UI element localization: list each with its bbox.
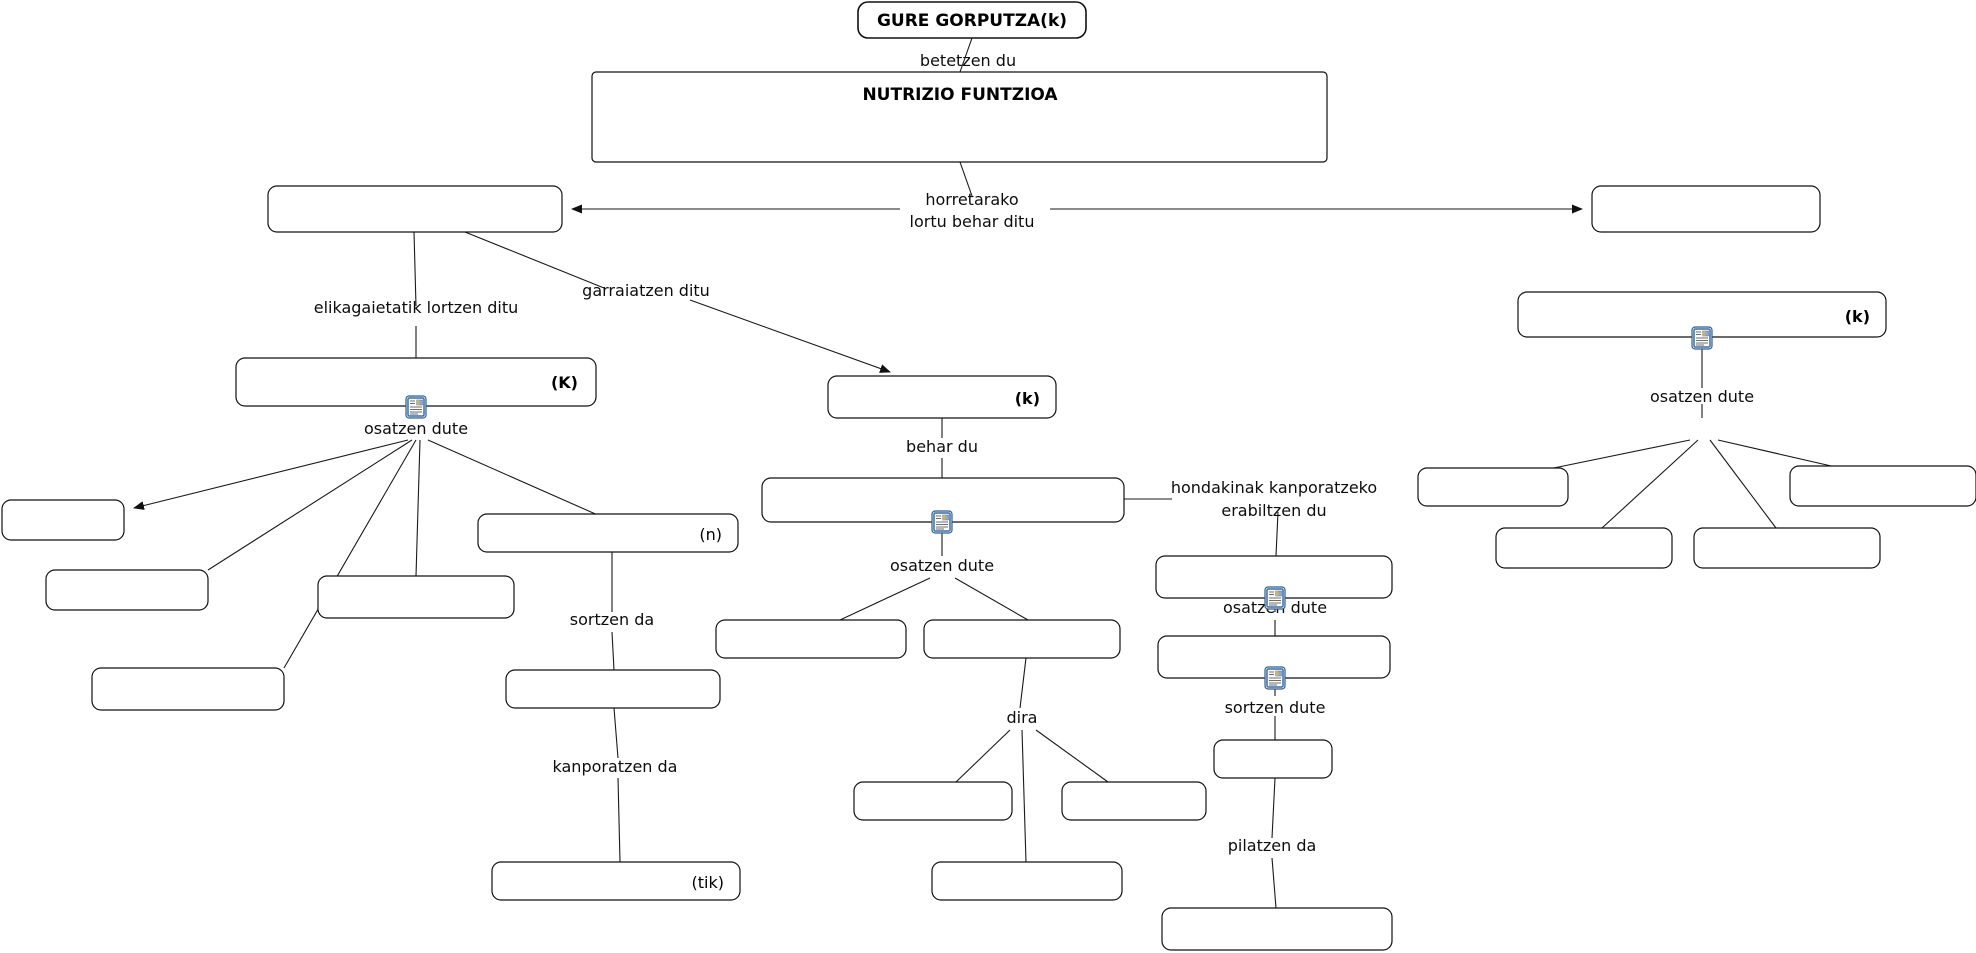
edge-pilatzen-to-box: [1271, 857, 1277, 909]
edge-osatzen-mid-1: [839, 577, 931, 621]
edge-osatzen-right-1: [1543, 439, 1691, 471]
note-attachment-icon[interactable]: [931, 510, 953, 534]
node-d3[interactable]: [931, 861, 1123, 901]
edge-osatzen-right-3: [1709, 439, 1777, 529]
note-attachment-icon[interactable]: [1264, 666, 1286, 690]
edge-label-hondakinak-1: hondakinak kanporatzeko: [1171, 478, 1377, 497]
node-tik-box-suffix: (tik): [692, 873, 724, 892]
node-root[interactable]: GURE GORPUTZA(k): [857, 1, 1087, 39]
node-r-sortzen[interactable]: [1213, 739, 1333, 779]
edge-label-garraiatzen-ditu: garraiatzen ditu: [582, 281, 710, 300]
edge-osatzen-mid-2: [954, 577, 1029, 621]
edge-dira-3: [1035, 729, 1109, 783]
node-k-mid-suffix: (k): [1015, 389, 1040, 408]
edge-label-sortzen-da: sortzen da: [570, 610, 654, 629]
edge-label-osatzen-dute-left: osatzen dute: [364, 419, 468, 438]
edge-label-hondakinak-2: erabiltzen du: [1221, 501, 1326, 520]
edge-nutrizio-to-junction: [959, 161, 973, 197]
node-m1[interactable]: [715, 619, 907, 659]
note-attachment-icon[interactable]: [1264, 586, 1286, 610]
node-d2[interactable]: [1061, 781, 1207, 821]
node-m2[interactable]: [923, 619, 1121, 659]
edge-label-sortzen-dute: sortzen dute: [1225, 698, 1326, 717]
node-l3[interactable]: [91, 667, 285, 711]
node-n-box-suffix: (n): [699, 525, 722, 544]
node-rb1[interactable]: [1417, 467, 1569, 507]
edge-labels: betetzen du horretarako lortu behar ditu…: [314, 51, 1754, 855]
edge-label-dira: dira: [1007, 708, 1038, 727]
edge-label-osatzen-dute-right: osatzen dute: [1650, 387, 1754, 406]
node-rb4[interactable]: [1789, 465, 1976, 507]
edge-r-sortzen-to-pilatzen: [1271, 777, 1276, 839]
edge-osatzen-left-5: [427, 439, 601, 517]
note-attachment-icon[interactable]: [1691, 326, 1713, 350]
edge-label-elikagaietatik: elikagaietatik lortzen ditu: [314, 298, 519, 317]
edge-osatzen-left-4: [415, 439, 421, 577]
edge-label-pilatzen-da: pilatzen da: [1228, 836, 1317, 855]
note-icons: [405, 326, 1713, 690]
node-l2[interactable]: [45, 569, 209, 611]
node-sortzen-box[interactable]: [505, 669, 721, 709]
node-rb3[interactable]: [1693, 527, 1881, 569]
node-root-label: GURE GORPUTZA(k): [877, 11, 1067, 31]
edge-label-behar-du: behar du: [906, 437, 978, 456]
edge-dira-1: [955, 729, 1011, 783]
edge-osatzen-left-1: [133, 439, 409, 510]
node-l1[interactable]: [1, 499, 125, 541]
node-tik-box[interactable]: (tik): [491, 861, 741, 901]
node-n-box[interactable]: (n): [477, 513, 739, 553]
edge-label-lortu-behar-ditu: lortu behar ditu: [910, 212, 1035, 231]
edge-dira-2: [1021, 729, 1027, 863]
edge-hondakinak-to-h1: [1275, 511, 1279, 557]
edge-left-main-to-k-mid-b: [689, 299, 891, 373]
edge-osatzen-left-3: [283, 439, 417, 669]
note-attachment-icon[interactable]: [405, 395, 427, 419]
edge-label-horretarako: horretarako: [925, 190, 1018, 209]
node-l4[interactable]: [317, 575, 515, 619]
edge-sortzen-label-to-box: [611, 631, 615, 671]
edge-sortzen-box-to-kanporatzen: [613, 707, 619, 759]
node-left-main[interactable]: [267, 185, 563, 233]
edge-root-to-nutrizio: [959, 37, 973, 73]
edge-label-osatzen-dute-mid: osatzen dute: [890, 556, 994, 575]
node-r-pilatzen[interactable]: [1161, 907, 1393, 951]
edge-m2-to-dira: [1019, 657, 1027, 709]
edge-label-betetzen-du: betetzen du: [920, 51, 1016, 70]
connector-lines: [133, 37, 1841, 909]
node-d1[interactable]: [853, 781, 1013, 821]
edge-kanporatzen-to-tik: [617, 777, 621, 863]
edge-osatzen-right-2: [1601, 439, 1699, 529]
node-rb2[interactable]: [1495, 527, 1673, 569]
edge-left-main-to-k-left: [413, 231, 417, 307]
node-right-main[interactable]: [1591, 185, 1821, 233]
node-nutrizio-funtzioa[interactable]: NUTRIZIO FUNTZIOA: [591, 71, 1328, 163]
edge-left-main-to-k-mid: [459, 229, 605, 289]
edge-osatzen-left-2: [207, 439, 413, 571]
node-nutrizio-label: NUTRIZIO FUNTZIOA: [862, 85, 1058, 105]
node-k-mid[interactable]: (k): [827, 375, 1057, 419]
edge-label-kanporatzen-da: kanporatzen da: [553, 757, 678, 776]
node-k-right-suffix: (k): [1845, 307, 1870, 326]
node-k-left-suffix: (K): [551, 373, 578, 392]
edge-osatzen-right-4: [1717, 439, 1841, 469]
